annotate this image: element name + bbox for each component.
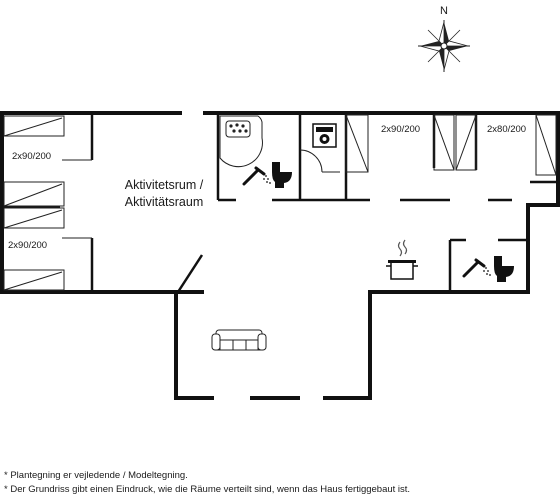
bed-left-bottom (3, 207, 65, 291)
compass-north-label: N (440, 5, 448, 17)
footnote-line-1: * Plantegning er vejledende / Modeltegni… (4, 470, 188, 481)
shower-icon (242, 166, 271, 186)
bed-label-left-bottom: 2x90/200 (8, 240, 47, 251)
bed-middle (345, 114, 455, 173)
door-swings (62, 149, 340, 239)
bed-label-left-top: 2x90/200 (12, 151, 51, 162)
activity-room-label-line1: Aktivitetsrum / (125, 178, 204, 192)
footnote-line-2: * Der Grundriss gibt einen Eindruck, wie… (4, 484, 411, 495)
washing-machine-icon (312, 123, 337, 148)
bed-label-right: 2x80/200 (487, 124, 526, 135)
bed-right (455, 114, 557, 176)
hot-tub-icon (219, 115, 263, 168)
sofa-icon (211, 329, 267, 351)
toilet-icon (494, 256, 514, 282)
activity-room-label-line2: Aktivitätsraum (125, 195, 204, 209)
toilet-icon (272, 162, 292, 188)
exterior-walls (0, 111, 560, 400)
bed-left-top (3, 115, 65, 207)
cooking-pot-icon (386, 239, 418, 280)
compass-rose-icon: N (418, 5, 470, 72)
bed-label-middle: 2x90/200 (381, 124, 420, 135)
shower-icon (462, 258, 491, 278)
